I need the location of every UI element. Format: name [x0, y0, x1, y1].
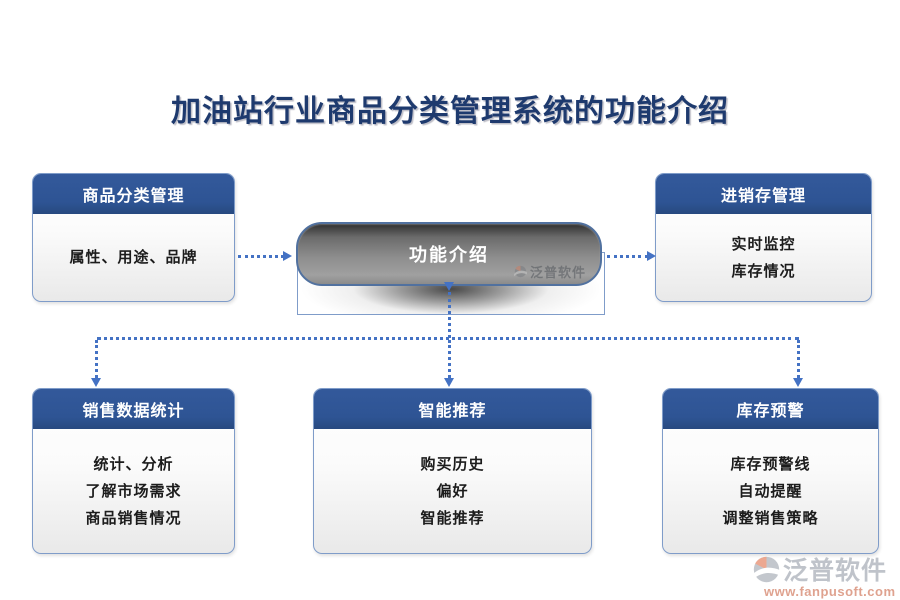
node-line: 智能推荐: [420, 509, 485, 527]
node-line: 偏好: [436, 482, 469, 500]
node-stock-warning: 库存预警 库存预警线 自动提醒 调整销售策略: [662, 388, 879, 554]
arrowhead-into-sales-stats: [91, 378, 101, 387]
node-invoicing-management: 进销存管理 实时监控 库存情况: [655, 173, 872, 302]
pill-watermark-text: 泛普软件: [529, 265, 586, 280]
node-smart-recommend: 智能推荐 购买历史 偏好 智能推荐: [313, 388, 592, 554]
node-sales-data-stats-header: 销售数据统计: [33, 389, 234, 429]
node-line: 实时监控: [731, 235, 796, 253]
node-product-category: 商品分类管理 属性、用途、品牌: [32, 173, 235, 302]
connector-horizontal-bus: [97, 337, 799, 340]
node-line: 统计、分析: [93, 455, 174, 473]
connector-down-right: [797, 340, 800, 378]
node-invoicing-management-body: 实时监控 库存情况: [656, 214, 871, 301]
node-line: 购买历史: [420, 455, 485, 473]
node-line: 属性、用途、品牌: [69, 249, 198, 266]
connector-left-to-center: [238, 255, 284, 258]
arrowhead-below-center: [444, 282, 454, 291]
fanpu-brand-text: 泛普软件: [783, 557, 888, 585]
node-line: 自动提醒: [738, 482, 803, 500]
fanpu-logo-icon: [752, 556, 781, 582]
node-smart-recommend-header: 智能推荐: [314, 389, 591, 429]
node-line: 库存预警线: [730, 455, 811, 473]
arrowhead-into-center: [283, 251, 292, 261]
node-smart-recommend-body: 购买历史 偏好 智能推荐: [314, 429, 591, 553]
node-sales-data-stats-body: 统计、分析 了解市场需求 商品销售情况: [33, 429, 234, 553]
fanpu-logo-icon: [513, 265, 527, 278]
node-stock-warning-header: 库存预警: [663, 389, 878, 429]
connector-down-middle: [448, 340, 451, 378]
connector-down-left: [95, 340, 98, 378]
center-node-function-intro: 功能介绍 泛普软件: [296, 222, 602, 286]
node-product-category-header: 商品分类管理: [33, 174, 234, 214]
node-line: 调整销售策略: [722, 509, 819, 527]
node-stock-warning-body: 库存预警线 自动提醒 调整销售策略: [663, 429, 878, 553]
node-line: 库存情况: [731, 262, 796, 280]
arrowhead-into-invoicing: [647, 251, 656, 261]
connector-center-down: [448, 292, 451, 338]
fanpu-watermark-row: 泛普软件: [752, 551, 896, 587]
arrowhead-into-smart-recommend: [444, 378, 454, 387]
node-product-category-body: 属性、用途、品牌: [33, 214, 234, 301]
pill-watermark: 泛普软件: [513, 262, 586, 281]
connector-center-to-right: [607, 255, 648, 258]
node-sales-data-stats: 销售数据统计 统计、分析 了解市场需求 商品销售情况: [32, 388, 235, 554]
fanpu-watermark: 泛普软件 www.fanpusoft.com: [752, 551, 896, 599]
node-line: 了解市场需求: [85, 482, 182, 500]
node-line: 商品销售情况: [85, 509, 182, 527]
center-node-label: 功能介绍: [409, 245, 489, 265]
page-title: 加油站行业商品分类管理系统的功能介绍: [171, 95, 729, 128]
fanpu-url-text: www.fanpusoft.com: [764, 584, 896, 599]
node-invoicing-management-header: 进销存管理: [656, 174, 871, 214]
arrowhead-into-stock-warning: [793, 378, 803, 387]
